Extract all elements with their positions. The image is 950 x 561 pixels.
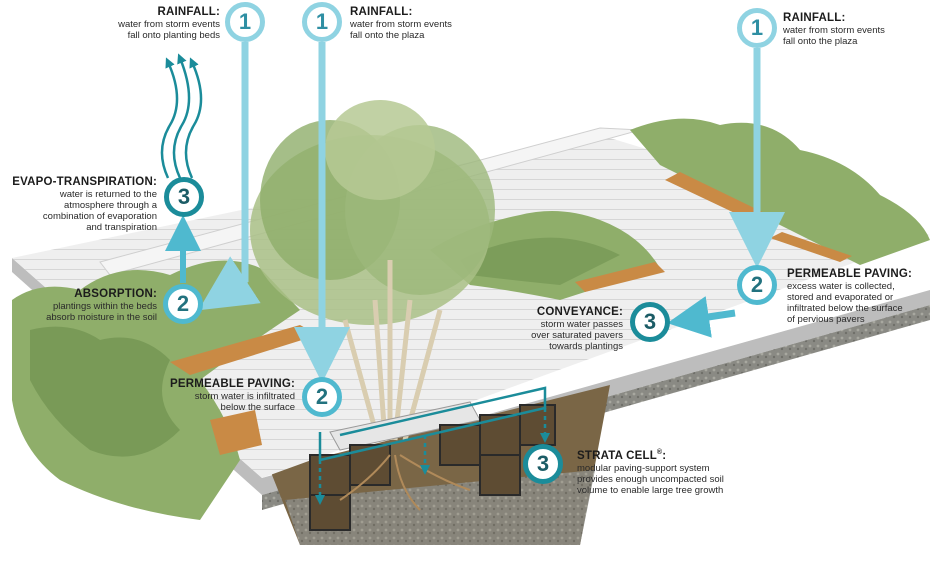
tree-canopy-4 [325,100,435,200]
label-permeable-center: PERMEABLE PAVING: storm water is infiltr… [150,378,295,413]
label-rainfall-plaza-right: RAINFALL: water from storm events fall o… [783,12,933,47]
bench-mid [575,262,665,292]
benches [170,172,852,455]
label-rainfall-beds: RAINFALL: water from storm events fall o… [60,6,220,41]
strata-cell [349,444,391,486]
label-body: water from storm events fall onto planti… [118,19,220,41]
label-title: ABSORPTION: [74,288,157,300]
label-body: modular paving-support system provides e… [577,462,724,496]
label-conveyance: CONVEYANCE: storm water passes over satu… [488,306,623,352]
label-body: water from storm events fall onto the pl… [350,19,452,41]
planting-bed-left-shade [30,326,180,457]
step-badge-conveyance: 3 [630,302,670,342]
infiltration-paths [315,386,550,505]
label-title: EVAPO-TRANSPIRATION: [12,176,157,188]
strata-cell-grid [309,404,556,531]
label-body: water from storm events fall onto the pl… [783,25,885,47]
label-title: PERMEABLE PAVING: [169,378,295,390]
label-title-end: : [662,449,667,462]
step-badge-rainfall-beds: 1 [225,2,265,42]
tree [250,100,495,451]
step-badge-permeable-right: 2 [737,265,777,305]
label-title: CONVEYANCE: [536,306,623,318]
label-title-sup: ® [656,449,663,456]
label-title: RAINFALL: [350,6,413,18]
label-body: plantings within the beds absorb moistur… [46,301,157,323]
strata-cell [309,494,351,531]
step-badge-rainfall-plaza-center: 1 [302,2,342,42]
label-title: RAINFALL: [783,12,846,24]
strata-cell [309,454,351,496]
bench-left-bottom [210,410,262,455]
label-absorption: ABSORPTION: plantings within the beds ab… [14,288,157,323]
bench-right [665,172,775,225]
step-badge-strata: 3 [523,444,563,484]
rainfall-arrows [198,42,785,383]
label-rainfall-plaza-center: RAINFALL: water from storm events fall o… [350,6,500,41]
step-badge-absorption: 2 [163,284,203,324]
evapotranspiration-arrows [160,53,203,179]
label-body: storm water is infiltrated below the sur… [194,391,295,413]
label-body: excess water is collected, stored and ev… [787,281,903,325]
label-strata: STRATA CELL®: modular paving-support sys… [577,446,757,496]
label-title: RAINFALL: [157,6,220,18]
label-body: water is returned to the atmosphere thro… [42,189,157,233]
bench-left-top [170,325,318,375]
label-body: storm water passes over saturated pavers… [531,319,623,352]
label-title: STRATA CELL®: [577,446,757,463]
step-badge-permeable-center: 2 [302,377,342,417]
label-title: PERMEABLE PAVING: [787,268,913,280]
strata-cell [479,454,521,496]
tree-trunks [342,260,443,441]
label-title-text: STRATA CELL [577,449,657,462]
label-evapo: EVAPO-TRANSPIRATION: water is returned t… [4,176,157,233]
label-permeable-right: PERMEABLE PAVING: excess water is collec… [787,268,937,325]
step-badge-evapo: 3 [164,177,204,217]
conveyance-arrow [667,296,736,338]
bench-right-2 [770,232,852,262]
planting-bed-mid-shade [460,237,620,285]
step-badge-rainfall-plaza-right: 1 [737,8,777,48]
planting-bed-right [630,118,930,265]
tree-roots [339,454,471,511]
